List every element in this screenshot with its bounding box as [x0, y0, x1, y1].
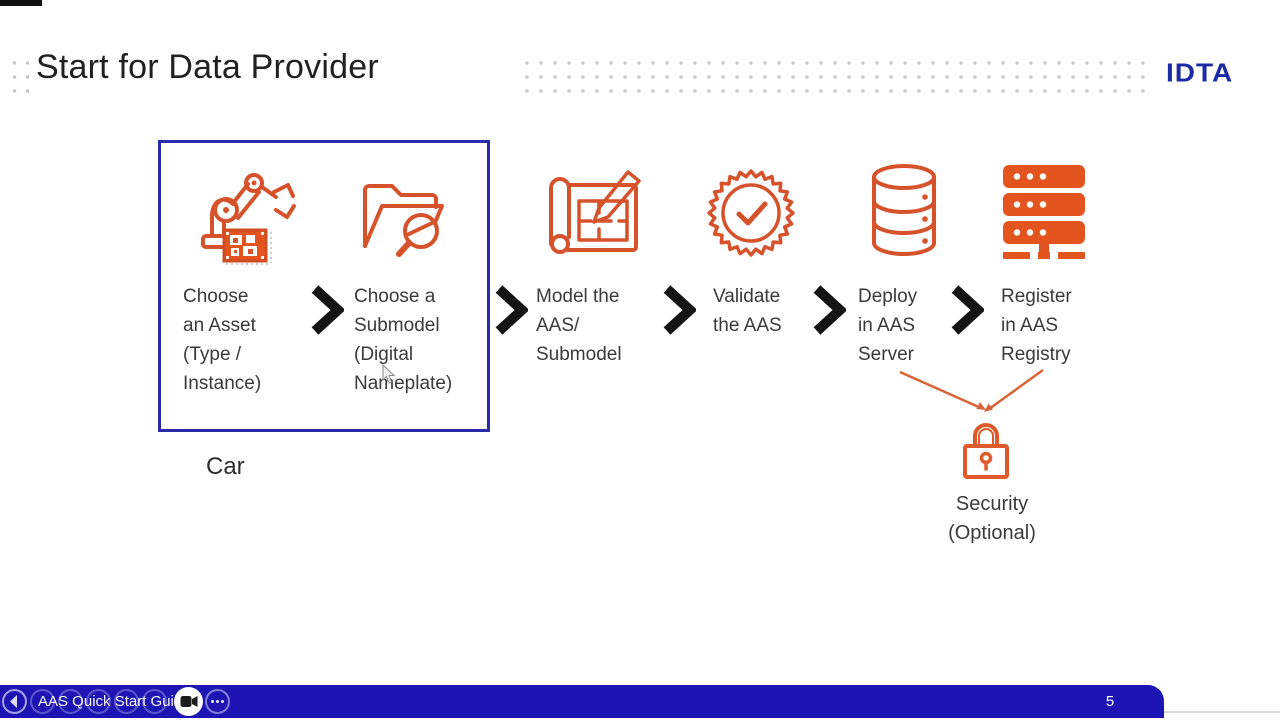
idta-logo: IDTA [1166, 58, 1234, 87]
chevron-right-icon [951, 285, 984, 335]
video-edge-notch [0, 0, 42, 6]
camera-icon [180, 696, 197, 707]
padlock-icon [963, 423, 1009, 479]
step-label-3: Model the AAS/ Submodel [536, 286, 622, 365]
database-icon [872, 164, 936, 256]
group-label: Car [206, 453, 245, 480]
player-bar: AAS Quick Start Guide 5 [0, 685, 1164, 718]
seal-burst-path [707, 169, 795, 257]
dot-grid-band [520, 56, 1148, 96]
page-title: Start for Data Provider [36, 48, 379, 86]
chevron-right-icon [311, 285, 344, 335]
dot-grid-small [8, 56, 35, 96]
step-label-6: Register in AAS Registry [1001, 286, 1072, 365]
player-control-button[interactable] [114, 689, 139, 714]
step-label-4: Validate the AAS [713, 286, 782, 336]
player-control-button[interactable] [30, 689, 55, 714]
presentation-title: AAS Quick Start Guide [38, 693, 191, 710]
asset-group-box [158, 140, 490, 432]
more-options-button[interactable] [205, 689, 230, 714]
server-rack-icon [1003, 165, 1085, 259]
security-connector-arrows [899, 368, 1044, 412]
mouse-cursor [382, 364, 396, 384]
step-label-1: Choose an Asset (Type / Instance) [183, 286, 262, 394]
back-button[interactable] [2, 689, 27, 714]
player-control-button[interactable] [86, 689, 111, 714]
blueprint-pencil-icon [549, 170, 641, 254]
ellipsis-icon [211, 700, 214, 703]
chevron-right-icon [495, 285, 528, 335]
back-icon [10, 695, 17, 708]
certified-seal-icon [707, 169, 795, 257]
step-label-5: Deploy in AAS Server [858, 286, 918, 365]
robot-arm-qr-icon [201, 173, 296, 265]
folder-magnifier-icon [363, 184, 444, 257]
chevron-right-icon [663, 285, 696, 335]
bottom-divider-line [1164, 711, 1280, 713]
security-label: Security (Optional) [948, 493, 1036, 544]
player-control-button[interactable] [58, 689, 83, 714]
slide-number: 5 [1105, 693, 1115, 710]
camera-button[interactable] [174, 687, 203, 716]
player-control-button[interactable] [142, 689, 167, 714]
chevron-right-icon [813, 285, 846, 335]
step-label-2: Choose a Submodel (Digital Nameplate) [354, 286, 453, 394]
